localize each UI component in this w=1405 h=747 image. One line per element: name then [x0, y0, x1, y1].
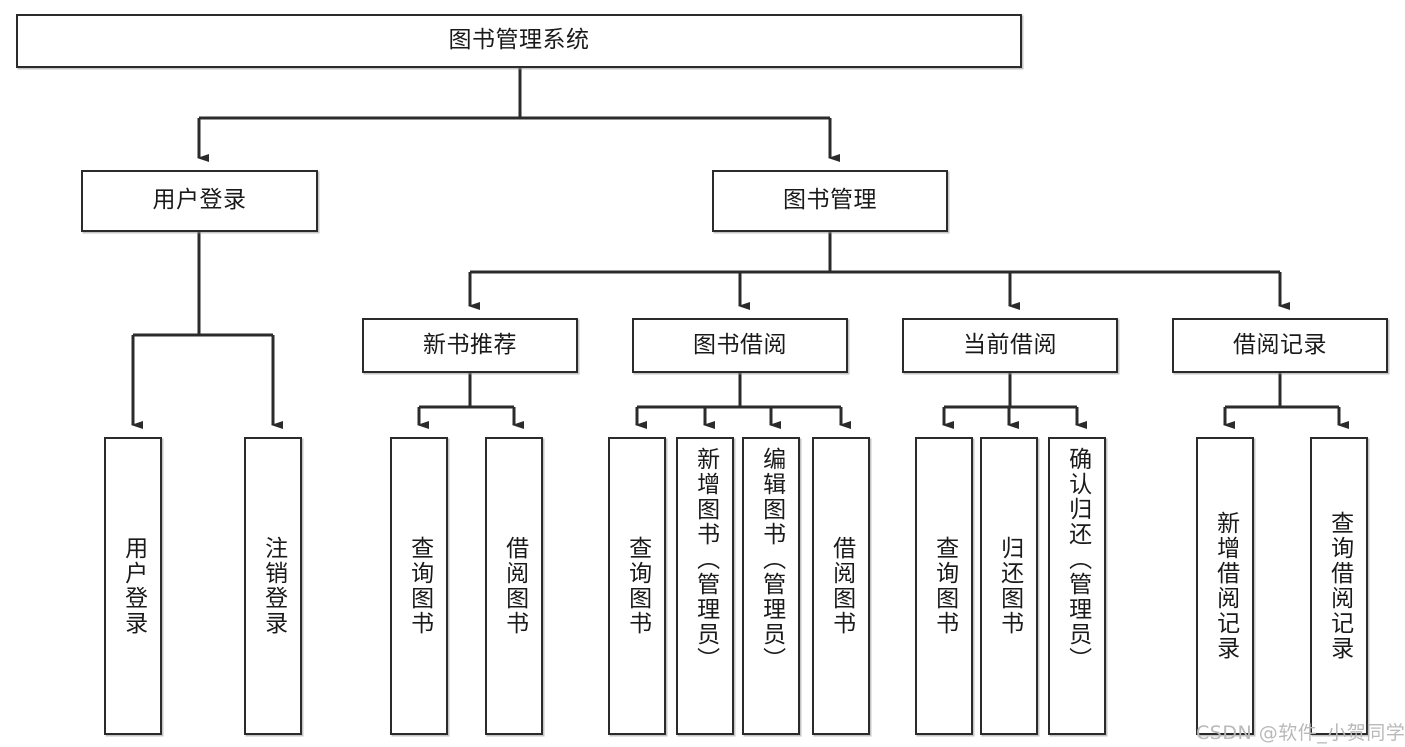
node-user-login[interactable]: 用户登录 — [81, 170, 318, 232]
edge-book-borrow-to-leaves — [635, 373, 851, 429]
node-new-book-rec[interactable]: 新书推荐 — [362, 318, 578, 373]
leaf-borrow-book[interactable]: 借阅图书 — [812, 437, 870, 735]
node-book-manage[interactable]: 图书管理 — [712, 170, 948, 232]
node-book-borrow-label: 图书借阅 — [693, 331, 787, 358]
leaf-borrow-book-rec[interactable]: 借阅图书 — [485, 437, 543, 735]
leaf-confirm-return-label: 确认归还（管理员） — [1064, 447, 1091, 672]
node-new-book-rec-label: 新书推荐 — [423, 331, 517, 358]
node-current-borrow-label: 当前借阅 — [963, 331, 1057, 358]
leaf-edit-book-label: 编辑图书（管理员） — [758, 447, 785, 672]
node-book-borrow[interactable]: 图书借阅 — [632, 318, 848, 373]
leaf-add-record-label: 新增借阅记录 — [1212, 511, 1239, 661]
leaf-edit-book[interactable]: 编辑图书（管理员） — [742, 437, 800, 735]
leaf-add-record[interactable]: 新增借阅记录 — [1196, 437, 1254, 735]
leaf-user-login-label: 用户登录 — [120, 536, 147, 636]
leaf-query-book-rec-label: 查询图书 — [406, 536, 433, 636]
leaf-query-record-label: 查询借阅记录 — [1326, 511, 1353, 661]
node-current-borrow[interactable]: 当前借阅 — [902, 318, 1118, 373]
leaf-query-book-cur-label: 查询图书 — [931, 536, 958, 636]
leaf-borrow-book-label: 借阅图书 — [828, 536, 855, 636]
edge-new-book-rec-to-leaves — [417, 373, 524, 429]
leaf-add-book-label: 新增图书（管理员） — [692, 447, 719, 672]
node-book-manage-label: 图书管理 — [783, 187, 877, 214]
edge-current-borrow-to-leaves — [942, 373, 1087, 429]
leaf-query-book-rec[interactable]: 查询图书 — [390, 437, 448, 735]
leaf-borrow-book-rec-label: 借阅图书 — [501, 536, 528, 636]
node-borrow-record[interactable]: 借阅记录 — [1172, 318, 1388, 373]
leaf-add-book[interactable]: 新增图书（管理员） — [676, 437, 734, 735]
leaf-query-book-borrow[interactable]: 查询图书 — [608, 437, 666, 735]
leaf-query-book-borrow-label: 查询图书 — [624, 536, 651, 636]
leaf-query-book-cur[interactable]: 查询图书 — [915, 437, 973, 735]
leaf-return-book[interactable]: 归还图书 — [980, 437, 1038, 735]
csdn-watermark: CSDN @软件_小贺同学 — [1196, 722, 1405, 744]
leaf-logout-label: 注销登录 — [260, 536, 287, 636]
edge-book-manage-to-level3 — [468, 232, 1290, 310]
edge-borrow-record-to-leaves — [1223, 373, 1349, 429]
node-borrow-record-label: 借阅记录 — [1233, 331, 1327, 358]
node-root[interactable]: 图书管理系统 — [16, 14, 1022, 68]
node-user-login-label: 用户登录 — [152, 187, 247, 214]
leaf-query-record[interactable]: 查询借阅记录 — [1310, 437, 1368, 735]
node-root-label: 图书管理系统 — [448, 27, 590, 54]
edge-user-login-to-leaves — [131, 232, 283, 429]
edge-root-to-level2 — [197, 68, 840, 162]
leaf-confirm-return[interactable]: 确认归还（管理员） — [1048, 437, 1106, 735]
leaf-return-book-label: 归还图书 — [996, 536, 1023, 636]
leaf-logout[interactable]: 注销登录 — [244, 437, 302, 735]
leaf-user-login[interactable]: 用户登录 — [104, 437, 162, 735]
